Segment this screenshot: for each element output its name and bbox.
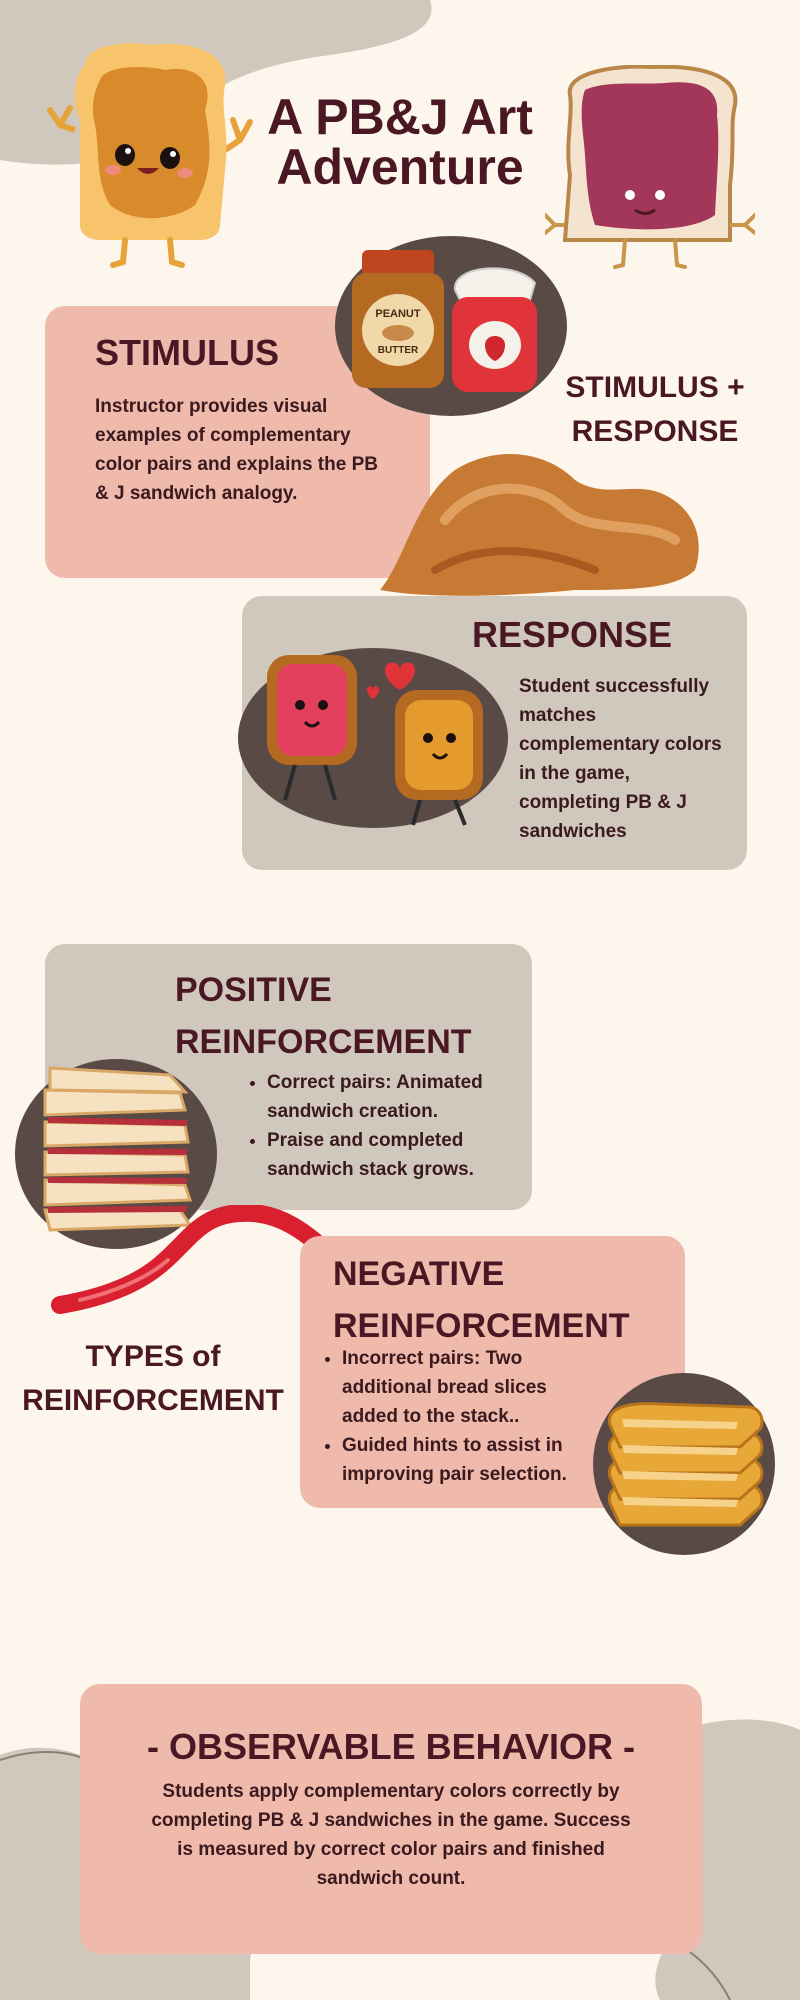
observable-text: Students apply complementary colors corr… xyxy=(151,1781,631,1889)
jar-label-bottom: BUTTER xyxy=(378,345,419,356)
positive-list-item: Correct pairs: Animated sandwich creatio… xyxy=(267,1068,517,1126)
positive-heading: POSITIVE REINFORCEMENT xyxy=(175,964,472,1068)
positive-heading-line-1: POSITIVE xyxy=(175,971,332,1009)
observable-behavior-card: - OBSERVABLE BEHAVIOR - Students apply c… xyxy=(80,1684,702,1954)
peanut-butter-toast-character xyxy=(47,43,253,268)
title-line-1: A PB&J Art xyxy=(267,89,533,145)
negative-heading-line-2: REINFORCEMENT xyxy=(333,1307,630,1345)
toast-friends-characters xyxy=(267,655,483,826)
types-of-reinforcement-label: TYPES of REINFORCEMENT xyxy=(18,1335,288,1423)
types-label-line-1: TYPES of xyxy=(85,1340,221,1373)
negative-heading-line-1: NEGATIVE xyxy=(333,1255,505,1293)
jelly-toast-character xyxy=(545,65,755,269)
stimulus-response-label: STIMULUS + RESPONSE xyxy=(555,366,755,454)
stimulus-response-line-2: RESPONSE xyxy=(571,415,739,448)
response-text: Student successfully matches complementa… xyxy=(519,676,722,842)
observable-heading: - OBSERVABLE BEHAVIOR - xyxy=(146,1726,636,1767)
bread-slices-icon xyxy=(607,1402,764,1527)
positive-list-item: Praise and completed sandwich stack grow… xyxy=(267,1126,517,1184)
types-label-line-2: REINFORCEMENT xyxy=(22,1384,284,1417)
title-line-2: Adventure xyxy=(276,139,524,195)
jelly-swirl xyxy=(51,1205,340,1314)
peanut-butter-and-jam-jars: PEANUT BUTTER xyxy=(352,250,537,392)
negative-reinforcement-card: NEGATIVE REINFORCEMENT Incorrect pairs: … xyxy=(300,1236,685,1508)
negative-heading: NEGATIVE REINFORCEMENT xyxy=(333,1248,630,1352)
stimulus-card: STIMULUS Instructor provides visual exam… xyxy=(45,306,430,578)
sandwich-stack-icon xyxy=(43,1066,193,1232)
page-title: A PB&J Art Adventure xyxy=(230,92,570,192)
negative-list-item: Incorrect pairs: Two additional bread sl… xyxy=(342,1344,592,1431)
peanut-butter-swirl xyxy=(380,453,699,596)
stimulus-heading: STIMULUS xyxy=(95,332,279,373)
negative-list-item: Guided hints to assist in improving pair… xyxy=(342,1431,592,1489)
stimulus-response-line-1: STIMULUS + xyxy=(565,371,745,404)
negative-list: Incorrect pairs: Two additional bread sl… xyxy=(320,1344,592,1489)
response-heading: RESPONSE xyxy=(472,614,673,655)
jar-label-top: PEANUT xyxy=(375,308,421,320)
positive-heading-line-2: REINFORCEMENT xyxy=(175,1023,472,1061)
stimulus-text: Instructor provides visual examples of c… xyxy=(95,396,378,504)
positive-list: Correct pairs: Animated sandwich creatio… xyxy=(245,1068,517,1184)
